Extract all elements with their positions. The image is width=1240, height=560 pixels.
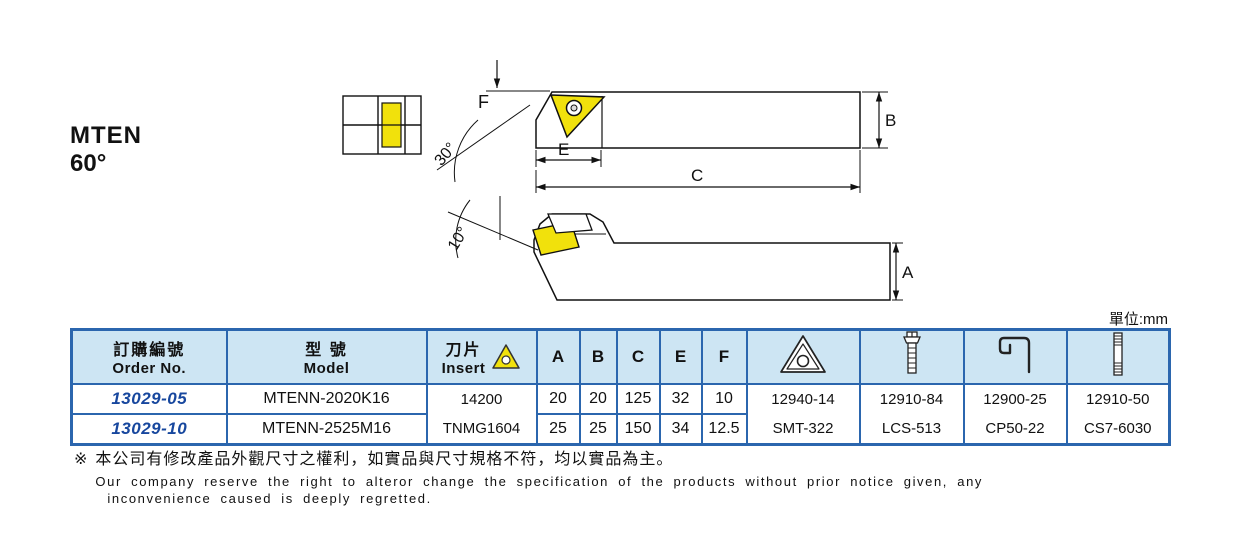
col-header-insert-part (745, 328, 861, 385)
order-no-header-en: Order No. (112, 360, 187, 378)
end-view-drawing (342, 95, 422, 155)
insert-cell: 14200 TNMG1604 (425, 382, 538, 445)
disclaimer-zh: 本公司有修改產品外觀尺寸之權利，如實品與尺寸規格不符，均以實品為主。 (95, 451, 674, 468)
dim-c-label: C (691, 166, 703, 185)
dim-c-cell: 150 (615, 412, 661, 446)
col-header-insert: 刀片 Insert (425, 328, 538, 385)
order-no-cell: 13029-10 (70, 412, 228, 446)
clamp-lever-icon (998, 337, 1031, 374)
part-insert-cell: 12940-14 SMT-322 (745, 382, 861, 445)
order-no-cell: 13029-05 (70, 382, 228, 415)
top-view-insert (549, 94, 606, 139)
col-header-order-no: 訂購編號 Order No. (70, 328, 228, 385)
part-clamp-cell: 12900-25 CP50-22 (962, 382, 1068, 445)
dim-e-label: E (558, 140, 569, 159)
disclaimer-note: ※ 本公司有修改產品外觀尺寸之權利，如實品與尺寸規格不符，均以實品為主。 Our… (74, 450, 1174, 507)
col-header-model: 型 號 Model (225, 328, 428, 385)
spec-table: 訂購編號 Order No. 型 號 Model 刀片 Insert A B C… (70, 328, 1171, 446)
insert-small-icon (492, 344, 521, 369)
product-series-title: MTEN (70, 122, 142, 149)
dim-f-label: F (478, 92, 489, 112)
dim-c-cell: 125 (615, 382, 661, 415)
front-view-drawing: 10° A (445, 196, 914, 301)
part-screw-cell: 12910-84 LCS-513 (858, 382, 965, 445)
clamp-screw-icon (902, 331, 921, 374)
dim-b-cell: 20 (578, 382, 618, 415)
dim-b-cell: 25 (578, 412, 618, 446)
insert-model: TNMG1604 (442, 419, 521, 437)
insert-triangle-icon (780, 335, 826, 374)
angle-30-label: 30° (432, 140, 461, 169)
disclaimer-en-line2: inconvenience caused is deeply regretted… (107, 491, 432, 506)
col-header-dim-f: F (700, 328, 748, 385)
insert-part-no: 14200 (460, 390, 503, 408)
order-no-header-zh: 訂購編號 (113, 342, 186, 360)
col-header-screw-part (858, 328, 965, 385)
product-angle-title: 60° (70, 150, 107, 177)
set-screw-icon (1113, 332, 1123, 376)
model-header-en: Model (303, 360, 350, 378)
dim-f-cell: 12.5 (700, 412, 748, 446)
dim-e-cell: 34 (658, 412, 703, 446)
insert-header-en: Insert (441, 360, 486, 378)
disclaimer-en-line1: Our company reserve the right to alteror… (95, 474, 983, 489)
angle-10-label: 10° (445, 224, 472, 254)
col-header-setscrew-part (1065, 328, 1171, 385)
top-view-drawing: 30° F E C B (432, 60, 896, 193)
col-header-dim-c: C (615, 328, 661, 385)
dim-a-cell: 20 (535, 382, 581, 415)
part-setscrew-cell: 12910-50 CS7-6030 (1065, 382, 1171, 445)
col-header-dim-b: B (578, 328, 618, 385)
model-cell: MTENN-2020K16 (225, 382, 428, 415)
model-cell: MTENN-2525M16 (225, 412, 428, 446)
col-header-clamp-part (962, 328, 1068, 385)
dim-a-label: A (902, 263, 914, 282)
dim-b-label: B (885, 111, 896, 130)
dim-a-cell: 25 (535, 412, 581, 446)
dim-f-cell: 10 (700, 382, 748, 415)
table-row: 13029-05 MTENN-2020K16 14200 TNMG1604 20… (70, 382, 1171, 445)
technical-drawing: 30° F E C B 10° A (342, 60, 914, 301)
insert-header-zh: 刀片 (445, 342, 482, 360)
col-header-dim-a: A (535, 328, 581, 385)
front-view-clamp (547, 213, 593, 234)
note-symbol: ※ (74, 451, 88, 468)
dim-e-cell: 32 (658, 382, 703, 415)
col-header-dim-e: E (658, 328, 703, 385)
model-header-zh: 型 號 (305, 342, 348, 360)
unit-label: 單位:mm (1108, 311, 1168, 328)
